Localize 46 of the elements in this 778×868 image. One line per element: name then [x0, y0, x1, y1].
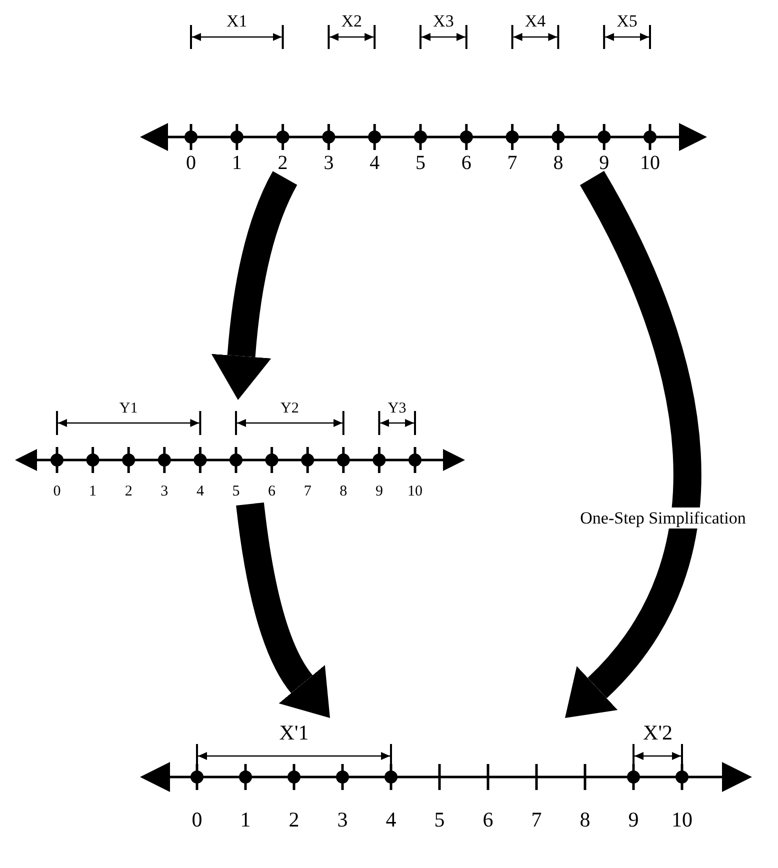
tick-label: 3 [324, 153, 334, 173]
curved-arrow [211, 171, 298, 400]
tick-label: 1 [89, 484, 97, 500]
tick-label: 7 [507, 153, 518, 173]
interval-label: X2 [341, 12, 362, 30]
tick-label: 8 [553, 153, 564, 173]
tick-label: 0 [186, 153, 196, 173]
tick-label: 9 [599, 153, 610, 173]
tick-label: 3 [337, 810, 348, 830]
interval-label: X1 [226, 12, 248, 30]
curved-arrow [236, 502, 328, 720]
tick-label: 8 [580, 810, 590, 830]
interval-label: X3 [433, 12, 454, 30]
tick-label: 1 [240, 810, 251, 830]
tick-label: 6 [268, 484, 276, 500]
tick-label: 9 [375, 484, 383, 500]
tick-label: 2 [278, 153, 288, 173]
tick-label: 5 [416, 153, 426, 173]
interval-label: Y2 [280, 402, 299, 416]
tick-label: 4 [370, 153, 380, 173]
tick-label: 7 [531, 810, 542, 830]
tick-label: 0 [192, 810, 202, 830]
tick-label: 6 [461, 153, 472, 173]
tick-label: 4 [196, 484, 204, 500]
interval-label: X5 [616, 12, 638, 30]
interval-label: X'2 [643, 722, 672, 744]
curved-arrow [567, 171, 701, 720]
tick-label: 3 [160, 484, 168, 500]
tick-label: 5 [232, 484, 240, 500]
tick-label: 2 [124, 484, 132, 500]
tick-label: 10 [672, 810, 692, 830]
tick-label: 6 [482, 810, 494, 830]
tick-label: 7 [304, 484, 312, 500]
tick-label: 4 [386, 810, 396, 830]
tick-label: 5 [434, 810, 445, 830]
interval-label: Y1 [119, 402, 138, 416]
interval-label: X4 [524, 12, 546, 30]
tick-label: 8 [340, 484, 348, 500]
interval-label: X'1 [279, 722, 309, 744]
tick-label: 9 [628, 810, 639, 830]
tick-label: 0 [53, 484, 61, 500]
tick-label: 1 [232, 153, 242, 173]
tick-label: 10 [640, 153, 660, 173]
interval-label: Y3 [388, 402, 406, 416]
tick-label: 10 [408, 484, 422, 500]
tick-label: 2 [288, 810, 300, 830]
